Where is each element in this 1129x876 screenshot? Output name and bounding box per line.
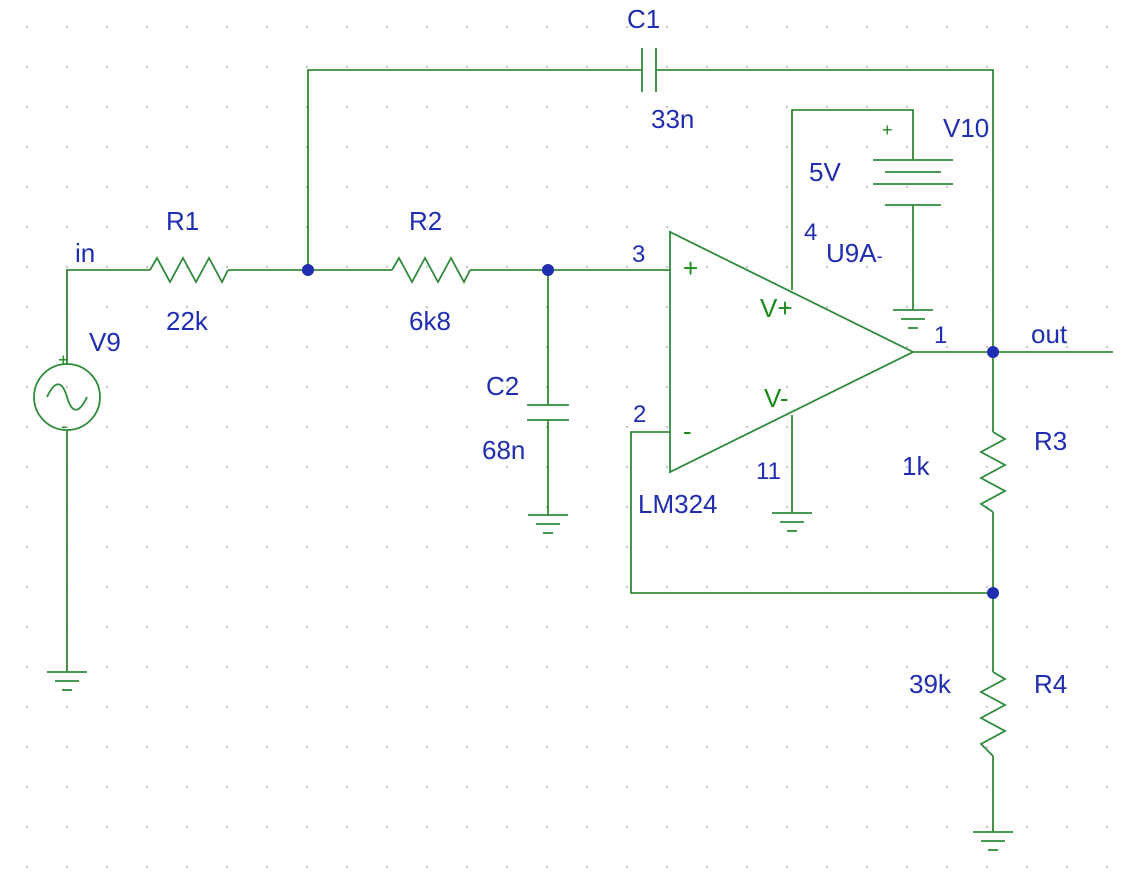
r4-ref: R4 (1034, 669, 1067, 699)
u9a-part: LM324 (638, 489, 718, 519)
ground-icon (772, 512, 812, 532)
opamp-minus-input: - (683, 416, 692, 446)
resistor-r1 (149, 256, 229, 284)
ac-source-v9 (33, 363, 101, 431)
capacitor-c1 (641, 48, 657, 92)
r4-value: 39k (909, 669, 952, 699)
r2-ref: R2 (409, 206, 442, 236)
u9a-ref: U9A- (826, 238, 883, 268)
v10-plus: + (882, 120, 893, 140)
r1-ref: R1 (166, 206, 199, 236)
capacitor-c2 (527, 404, 569, 421)
opamp-plus-input: + (683, 253, 698, 283)
ground-icon (893, 309, 933, 329)
v9-plus: + (58, 350, 69, 370)
r2-value: 6k8 (409, 306, 451, 336)
ground-icon (47, 671, 87, 691)
ground-icon (973, 831, 1013, 851)
opamp-vplus: V+ (760, 293, 793, 323)
pin-11: 11 (756, 458, 781, 485)
junctions (302, 264, 999, 599)
v10-ref: V10 (943, 113, 989, 143)
ground-icon (528, 514, 568, 534)
pin-4: 4 (804, 219, 817, 246)
net-label-in: in (75, 238, 95, 268)
pin-3: 3 (632, 241, 645, 268)
v10-value: 5V (809, 157, 841, 187)
resistor-r3 (979, 431, 1007, 513)
net-label-out: out (1031, 319, 1068, 349)
battery-v10 (873, 159, 953, 206)
r3-ref: R3 (1034, 426, 1067, 456)
r3-value: 1k (902, 451, 930, 481)
resistor-r4 (979, 671, 1007, 757)
pin-2: 2 (633, 401, 646, 428)
c1-value: 33n (651, 104, 694, 134)
c2-value: 68n (482, 435, 525, 465)
c2-ref: C2 (486, 371, 519, 401)
opamp-vminus: V- (764, 383, 789, 413)
v9-ref: V9 (89, 327, 121, 357)
v9-minus: - (61, 416, 67, 436)
opamp-u9a (669, 230, 916, 474)
pin-1: 1 (934, 322, 947, 349)
resistor-r2 (391, 256, 471, 284)
r1-value: 22k (166, 306, 209, 336)
c1-ref: C1 (627, 4, 660, 34)
